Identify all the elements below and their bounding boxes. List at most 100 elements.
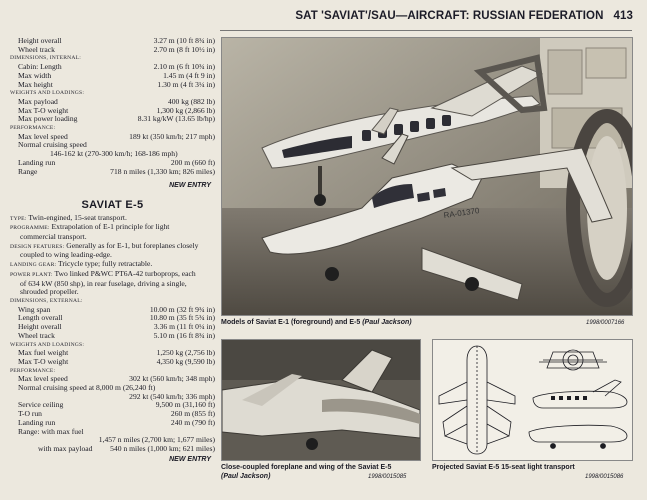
e1-cruise-value: 146-162 kt (270-300 km/h; 168-186 mph) (50, 149, 178, 159)
spec-row: Landing run 200 m (660 ft) (10, 157, 215, 168)
spec-key: Normal cruising speed at 8,000 m (26,240… (18, 383, 156, 393)
wing-photo-illustration (222, 340, 420, 460)
main-caption: Models of Saviat E-1 (foreground) and E-… (221, 318, 412, 327)
spec-row: T-O run 260 m (855 ft) (10, 409, 215, 419)
spec-value: 10.00 m (32 ft 9¾ in) (149, 304, 215, 314)
main-photo: RA-01370 (221, 37, 633, 316)
spec-value: 3.36 m (11 ft 0¼ in) (153, 322, 215, 332)
e5-gear: LANDING GEAR: Tricycle type; fully retra… (10, 259, 215, 270)
spec-row: Cabin: Length 2.10 m (6 ft 10¾ in) (10, 62, 215, 72)
spec-key: Max width (18, 70, 52, 80)
wing-photo-ref: 1998/0015085 (368, 474, 407, 480)
spec-key: Max payload (18, 96, 58, 106)
spec-value: 1.30 m (4 ft 3¼ in) (157, 79, 215, 89)
spec-value: 292 kt (540 km/h; 336 mph) (129, 391, 215, 401)
e5-performance-heading: PERFORMANCE: (10, 367, 56, 374)
spec-value: 718 n miles (1,330 km; 826 miles) (110, 166, 215, 176)
spec-value: 5.10 m (16 ft 8¾ in) (153, 330, 215, 340)
spec-value: 8.31 kg/kW (13.65 lb/hp) (137, 114, 215, 124)
spec-value: 400 kg (882 lb) (167, 96, 215, 106)
e1-weights-list: Max payload 400 kg (882 lb) Max T-O weight… (10, 96, 215, 124)
e5-type: TYPE: Twin-engined, 15-seat transport. (10, 212, 215, 224)
e5-range-value-row: 1,457 n miles (2,700 km; 1,677 miles) (10, 436, 215, 445)
spec-key: Max power loading (18, 114, 78, 124)
spec-row: Max width 1.45 m (4 ft 9 in) (10, 70, 215, 81)
wing-caption-credit: (Paul Jackson) (221, 472, 270, 481)
running-head: SAT 'SAVIAT'/SAU—AIRCRAFT: RUSSIAN FEDER… (295, 10, 633, 22)
e5-type-text: Twin-engined, 15-seat transport. (28, 212, 127, 222)
spec-value: 2.70 m (8 ft 10½ in) (153, 44, 215, 54)
page-number: 413 (613, 10, 633, 22)
e5-external-heading: DIMENSIONS, EXTERNAL: (10, 297, 83, 304)
e1-performance-list-2: Landing run 200 m (660 ft) Range 718 n mile… (10, 157, 215, 176)
e5-power-cont-2: shrouded propeller. (20, 287, 79, 297)
main-caption-credit: (Paul Jackson) (362, 319, 412, 326)
wing-photo (221, 339, 421, 461)
three-view-drawing (432, 339, 633, 461)
wing-caption-text: Close-coupled foreplane and wing of the … (221, 464, 392, 471)
spec-value: 1,457 n miles (2,700 km; 1,677 miles) (98, 435, 215, 445)
spec-key: Max level speed (18, 131, 68, 141)
spec-value: 200 m (660 ft) (170, 157, 215, 167)
spec-value: 1.45 m (4 ft 9 in) (163, 70, 215, 80)
e5-gear-label: LANDING GEAR: (10, 262, 57, 269)
e5-design-text: Generally as for E-1, but foreplanes clo… (66, 240, 199, 250)
spec-key: T-O run (18, 409, 42, 419)
spec-key: Max height (18, 79, 53, 89)
e5-power-label: POWER PLANT: (10, 271, 53, 278)
spec-key: Max fuel weight (18, 348, 69, 358)
spec-key: Range (18, 166, 38, 176)
spec-row: Wheel track 2.70 m (8 ft 10½ in) (10, 44, 215, 55)
spec-key: with max payload (38, 443, 93, 453)
spec-value: 302 kt (560 km/h; 348 mph) (129, 374, 215, 384)
e5-gear-text: Tricycle type; fully retractable. (58, 259, 153, 269)
e5-external-list: Wing span 10.00 m (32 ft 9¾ in) Length ove… (10, 304, 215, 341)
spec-value: 3.27 m (10 ft 8¾ in) (153, 36, 215, 45)
spec-row: Max power loading 8.31 kg/kW (13.65 lb/hp… (10, 115, 215, 124)
spec-key: Height overall (18, 322, 62, 332)
spec-key: Length overall (18, 313, 63, 323)
e5-new-entry: NEW ENTRY (169, 455, 211, 463)
spec-key: Wheel track (18, 330, 55, 340)
spec-value: 10.80 m (35 ft 5¾ in) (149, 313, 215, 323)
drawing-caption-text: Projected Saviat E-5 15-seat light trans… (432, 464, 575, 471)
main-caption-text: Models of Saviat E-1 (foreground) and E-… (221, 319, 361, 326)
spec-value: 2.10 m (6 ft 10¾ in) (153, 62, 215, 72)
spec-key: Landing run (18, 417, 56, 427)
e5-programme: PROGRAMME: Extrapolation of E-1 principl… (10, 223, 215, 241)
e5-design-cont: coupled to wing leading-edge. (20, 250, 112, 260)
models-photo-illustration: RA-01370 (222, 38, 632, 315)
e1-internal-heading: DIMENSIONS, INTERNAL: (10, 55, 82, 62)
spec-value: 9,500 m (31,160 ft) (155, 400, 215, 410)
spec-key: Landing run (18, 157, 56, 167)
spec-key: Normal cruising speed (18, 140, 87, 150)
drawing-ref: 1998/0015086 (585, 474, 624, 480)
spec-key: Wing span (18, 304, 51, 314)
spec-key: Service ceiling (18, 400, 64, 410)
spec-key: Max T-O weight (18, 105, 69, 115)
e5-design: DESIGN FEATURES: Generally as for E-1, b… (10, 240, 215, 260)
three-view-illustration (438, 345, 628, 455)
page-header: SAT 'SAVIAT'/SAU—AIRCRAFT: RUSSIAN FEDER… (0, 0, 647, 34)
spec-row: Service ceiling 9,500 m (31,160 ft) (10, 401, 215, 410)
spec-row: Wheel track 5.10 m (16 ft 8¾ in) (10, 330, 215, 341)
spec-value: 189 kt (350 km/h; 217 mph) (129, 131, 215, 141)
spec-key: Cabin: Length (18, 62, 62, 72)
wing-caption-credit-text: (Paul Jackson) (221, 473, 271, 480)
e5-programme-text: Extrapolation of E-1 principle for light (51, 222, 170, 232)
e5-cruise-value-row: 292 kt (540 km/h; 336 mph) (10, 391, 215, 402)
spec-key: Wheel track (18, 44, 55, 54)
spec-row: Normal cruising speed (10, 141, 215, 150)
e5-cruise-line: Normal cruising speed at 8,000 m (26,240… (10, 383, 215, 393)
spec-value: 260 m (855 ft) (170, 409, 215, 419)
e5-power-text: Two linked P&WC PT6A-42 turboprops, each (54, 268, 196, 278)
